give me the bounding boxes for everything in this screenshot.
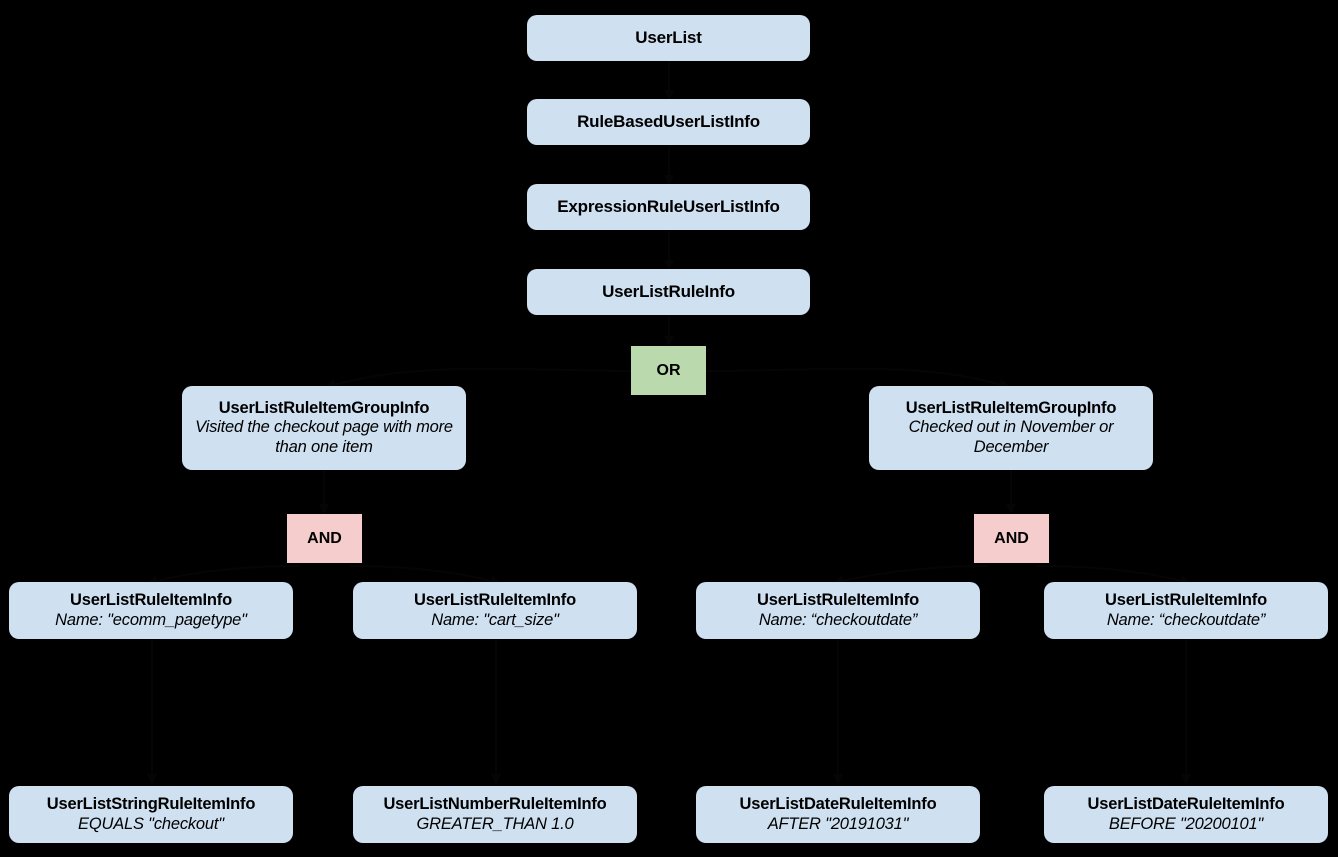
node-title: UserListDateRuleItemInfo [739, 795, 937, 814]
node-leaf-number-greater-than[interactable]: UserListNumberRuleItemInfo GREATER_THAN … [353, 786, 637, 843]
node-title: ExpressionRuleUserListInfo [557, 196, 780, 216]
node-userlistruleinfo[interactable]: UserListRuleInfo [527, 269, 810, 315]
node-title: UserListRuleItemGroupInfo [218, 398, 430, 417]
node-title: RuleBasedUserListInfo [577, 111, 760, 131]
node-title: UserListNumberRuleItemInfo [383, 795, 607, 814]
node-title: UserListRuleItemGroupInfo [905, 398, 1117, 417]
node-description: BEFORE "20200101" [1108, 814, 1264, 833]
node-description: Name: "ecomm_pagetype" [55, 610, 247, 629]
node-description: Visited the checkout page with more than… [195, 418, 453, 456]
node-ruleitem-cart-size[interactable]: UserListRuleItemInfo Name: "cart_size" [353, 582, 637, 639]
operator-or[interactable]: OR [631, 346, 706, 395]
node-title: UserListDateRuleItemInfo [1087, 795, 1285, 814]
node-leaf-date-before[interactable]: UserListDateRuleItemInfo BEFORE "2020010… [1044, 786, 1328, 843]
node-expressionruleuserlistinfo[interactable]: ExpressionRuleUserListInfo [527, 184, 810, 230]
node-title: UserList [635, 27, 702, 47]
node-description: Name: "cart_size" [431, 610, 559, 629]
node-description: Name: “checkoutdate” [758, 610, 918, 629]
node-title: UserListRuleInfo [602, 281, 735, 301]
node-title: UserListRuleItemInfo [414, 591, 576, 610]
operator-and-left[interactable]: AND [287, 514, 362, 563]
node-description: AFTER "20191031" [767, 814, 909, 833]
node-leaf-date-after[interactable]: UserListDateRuleItemInfo AFTER "20191031… [696, 786, 980, 843]
node-rulebaseduserlistinfo[interactable]: RuleBasedUserListInfo [527, 99, 810, 145]
node-title: UserListRuleItemInfo [757, 591, 919, 610]
node-title: UserListStringRuleItemInfo [46, 795, 256, 814]
node-userlist[interactable]: UserList [527, 15, 810, 61]
node-ruleitem-ecomm-pagetype[interactable]: UserListRuleItemInfo Name: "ecomm_pagety… [9, 582, 293, 639]
node-leaf-string-equals-checkout[interactable]: UserListStringRuleItemInfo EQUALS "check… [9, 786, 293, 843]
node-description: EQUALS "checkout" [78, 814, 224, 833]
node-title: UserListRuleItemInfo [70, 591, 232, 610]
operator-and-right[interactable]: AND [974, 514, 1049, 563]
node-title: UserListRuleItemInfo [1105, 591, 1267, 610]
node-ruleitem-checkoutdate-after[interactable]: UserListRuleItemInfo Name: “checkoutdate… [696, 582, 980, 639]
node-ruleitem-checkoutdate-before[interactable]: UserListRuleItemInfo Name: “checkoutdate… [1044, 582, 1328, 639]
node-description: GREATER_THAN 1.0 [416, 814, 574, 833]
node-group-right[interactable]: UserListRuleItemGroupInfo Checked out in… [869, 386, 1153, 470]
node-group-left[interactable]: UserListRuleItemGroupInfo Visited the ch… [182, 386, 466, 470]
node-description: Checked out in November or December [908, 418, 1114, 456]
node-description: Name: “checkoutdate” [1106, 610, 1266, 629]
